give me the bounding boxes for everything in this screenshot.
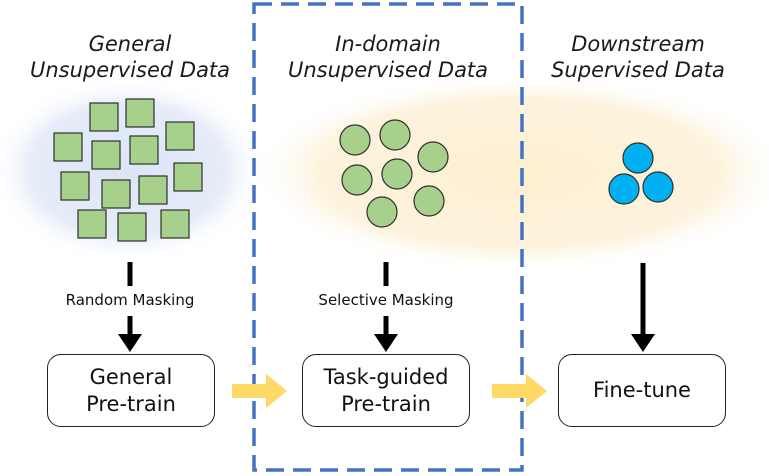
general-data-squares — [53, 98, 203, 242]
yellow-arrow-2 — [492, 374, 547, 408]
general-pretrain-line1: General — [89, 364, 173, 389]
supervised-data-circles — [608, 142, 674, 205]
general-data-blob — [0, 75, 268, 265]
random-masking-label: Random Masking — [50, 291, 210, 309]
indomain-data-circles — [339, 119, 449, 228]
downstream-header-line2: Supervised Data — [551, 58, 725, 82]
general-header-line2: Unsupervised Data — [29, 58, 231, 82]
indomain-data-header: In-domain Unsupervised Data — [277, 31, 499, 83]
task-guided-pretrain-box: Task-guided Pre-train — [302, 354, 470, 427]
downstream-header-line1: Downstream — [571, 32, 705, 56]
general-header-line1: General — [88, 32, 172, 56]
indomain-header-line1: In-domain — [335, 32, 441, 56]
task-guided-line1: Task-guided — [323, 364, 449, 389]
general-pretrain-line2: Pre-train — [86, 391, 176, 416]
selective-masking-arrow — [374, 262, 398, 352]
task-guided-dashed-frame — [252, 2, 524, 472]
general-data-header: General Unsupervised Data — [20, 31, 240, 83]
finetune-label: Fine-tune — [593, 378, 691, 402]
downstream-data-header: Downstream Supervised Data — [528, 31, 748, 83]
task-guided-line2: Pre-train — [341, 391, 431, 416]
indomain-header-line2: Unsupervised Data — [287, 58, 489, 82]
finetune-arrow — [631, 263, 655, 352]
yellow-arrow-1 — [232, 374, 287, 408]
selective-masking-label: Selective Masking — [300, 291, 472, 309]
finetune-box: Fine-tune — [558, 354, 726, 427]
random-masking-arrow — [118, 262, 142, 352]
general-pretrain-box: General Pre-train — [47, 354, 215, 427]
indomain-data-blob — [250, 73, 769, 273]
